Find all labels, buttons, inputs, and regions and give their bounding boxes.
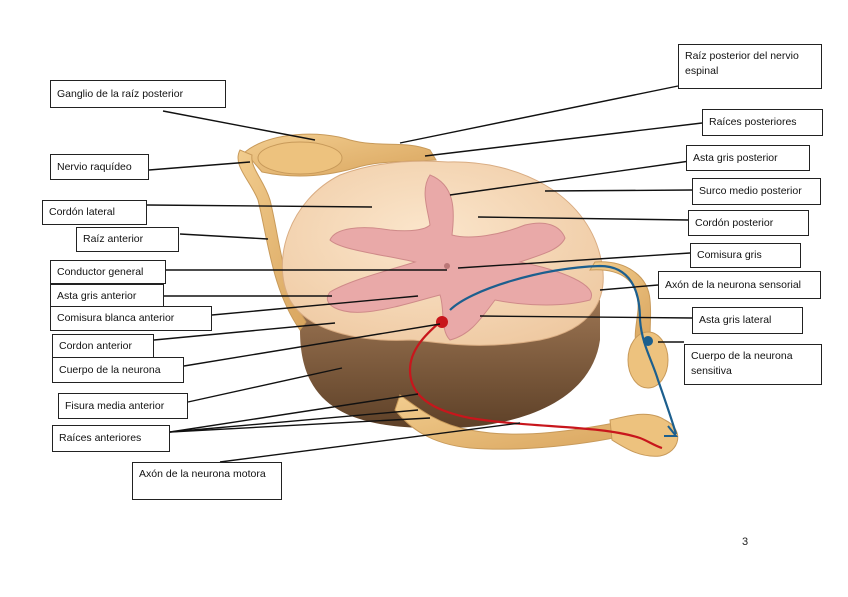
sensory-arrow: [664, 425, 679, 437]
leader-lines: [146, 85, 703, 463]
sensory-pathway: [449, 264, 678, 435]
label-axon-neurona-motora: Axón de la neurona motora: [132, 462, 282, 500]
label-conductor-general: Conductor general: [50, 260, 166, 284]
label-comisura-gris: Comisura gris: [690, 243, 801, 268]
label-axon-neurona-sensorial: Axón de la neurona sensorial: [658, 271, 821, 299]
label-asta-gris-anterior: Asta gris anterior: [50, 284, 164, 308]
sensory-neuron-body: [643, 336, 653, 346]
distal-nerve-end: [609, 413, 679, 457]
label-asta-gris-lateral: Asta gris lateral: [692, 307, 803, 334]
label-raiz-posterior-nervio: Raíz posterior del nervio espinal: [678, 44, 822, 89]
label-cuerpo-neurona: Cuerpo de la neurona: [52, 357, 184, 383]
label-cordon-anterior: Cordon anterior: [52, 334, 154, 358]
page-number: 3: [742, 536, 749, 548]
label-cordon-lateral: Cordón lateral: [42, 200, 147, 225]
motor-neuron-body: [436, 316, 448, 328]
label-comisura-blanca-anterior: Comisura blanca anterior: [50, 306, 212, 331]
label-asta-gris-posterior: Asta gris posterior: [686, 145, 810, 171]
motor-pathway: [408, 321, 663, 450]
label-fisura-media-anterior: Fisura media anterior: [58, 393, 188, 419]
label-surco-medio-posterior: Surco medio posterior: [692, 178, 821, 205]
label-raices-anteriores: Raíces anteriores: [52, 425, 170, 452]
label-nervio-raquideo: Nervio raquídeo: [50, 154, 149, 180]
label-cuerpo-neurona-sensitiva: Cuerpo de la neurona sensitiva: [684, 344, 822, 385]
label-raiz-anterior: Raíz anterior: [76, 227, 179, 252]
central-canal: [444, 263, 450, 269]
sensory-ganglion: [627, 331, 669, 389]
ganglion: [257, 141, 343, 175]
label-ganglio: Ganglio de la raíz posterior: [50, 80, 226, 108]
label-cordon-posterior: Cordón posterior: [688, 210, 809, 236]
label-raices-posteriores: Raíces posteriores: [702, 109, 823, 136]
spinal-nerve-trunk: [237, 149, 307, 331]
